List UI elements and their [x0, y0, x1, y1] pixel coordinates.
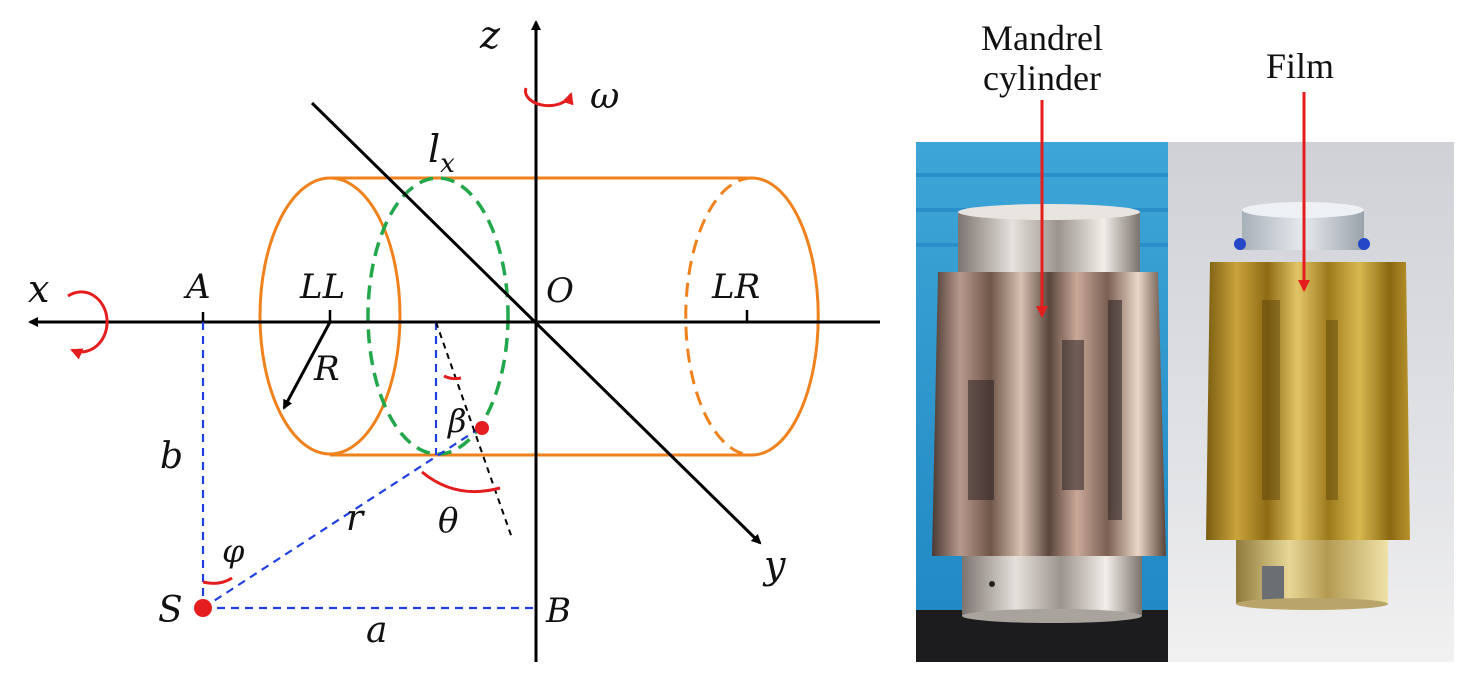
film-reflections — [1262, 300, 1338, 500]
label-omega: ω — [590, 76, 619, 117]
axes — [28, 20, 880, 662]
rotation-x-arc — [67, 290, 109, 360]
radius-arrow — [282, 321, 332, 410]
label-theta: θ — [438, 501, 458, 541]
point-surface — [475, 421, 489, 435]
mandrel-body — [932, 272, 1166, 556]
cylinder-right-end-back — [684, 176, 753, 457]
label-mandrel-line2: cylinder — [983, 58, 1101, 98]
angle-marks — [202, 374, 501, 585]
rotation-x — [67, 290, 109, 360]
label-O: O — [546, 271, 574, 311]
label-x: x — [28, 267, 49, 311]
label-y: y — [762, 543, 786, 587]
cylinder-left-end — [258, 176, 402, 456]
mandrel-bottom-rim — [962, 609, 1142, 623]
cylinder — [258, 176, 820, 457]
beta-arc — [443, 374, 462, 381]
label-lx-sub: x — [440, 149, 455, 179]
label-B: B — [545, 591, 571, 631]
label-S: S — [158, 590, 183, 631]
coordinate-diagram: z ω lx x A LL O LR R β b r θ φ y S a B — [28, 13, 880, 662]
cylinder-right-end-front — [751, 176, 820, 457]
label-lx: lx — [428, 127, 455, 179]
film-bolt-left — [1234, 238, 1246, 250]
label-a: a — [366, 610, 387, 651]
film-body — [1206, 262, 1410, 540]
rotation-omega-arc — [524, 87, 574, 108]
point-S — [194, 599, 212, 617]
label-phi: φ — [222, 532, 245, 570]
y-axis — [310, 101, 762, 545]
film-bolt-right — [1358, 238, 1370, 250]
label-A: A — [183, 267, 211, 307]
mandrel-top-band — [958, 212, 1140, 278]
film-bottom-rim — [1236, 598, 1388, 610]
normal-line — [435, 321, 513, 539]
label-R: R — [313, 349, 340, 389]
label-mandrel-line1: Mandrel — [981, 18, 1103, 58]
mandrel-reflections — [968, 300, 1122, 520]
cross-section-ring — [366, 176, 510, 456]
film-bottom-band — [1236, 530, 1388, 604]
label-beta: β — [447, 402, 467, 440]
label-b: b — [160, 436, 183, 477]
photo-film: Film — [1168, 46, 1454, 662]
mandrel-top-rim — [958, 204, 1140, 220]
label-z: z — [479, 13, 501, 57]
label-LR: LR — [711, 267, 760, 307]
phi-arc — [202, 576, 233, 585]
construction-lines — [201, 322, 536, 610]
mandrel-hole — [989, 581, 995, 587]
label-LL: LL — [299, 267, 345, 307]
label-lx-main: l — [428, 127, 440, 171]
film-bottom-window — [1262, 566, 1284, 602]
photo-mandrel: Mandrel cylinder — [916, 18, 1168, 662]
rotation-omega — [524, 87, 574, 108]
theta-arc — [421, 470, 501, 494]
label-r: r — [346, 498, 365, 539]
label-film: Film — [1266, 46, 1334, 86]
